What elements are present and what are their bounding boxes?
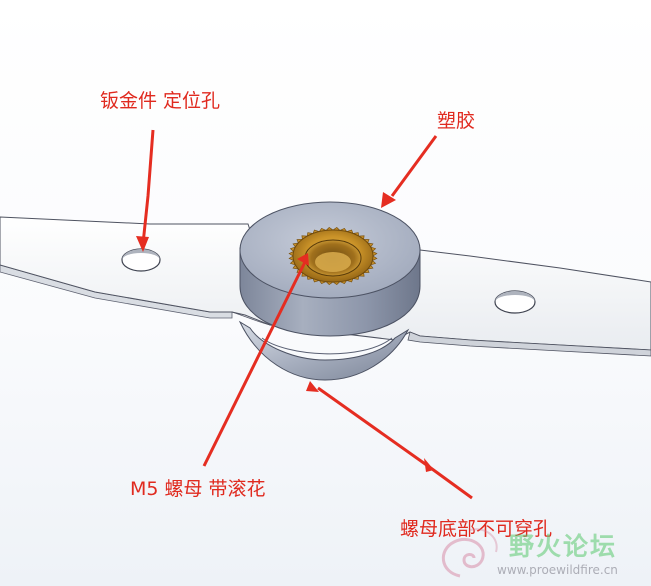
sheet-metal-right-edge bbox=[407, 331, 651, 357]
plastic-dome-band bbox=[261, 337, 393, 355]
locating-hole-left-wall bbox=[122, 249, 160, 260]
label-sheet-metal-hole: 钣金件 定位孔 bbox=[100, 90, 221, 112]
plastic-dome bbox=[238, 320, 410, 381]
hole-right-wall bbox=[495, 291, 535, 302]
watermark-url: www.proewildfire.cn bbox=[497, 563, 618, 577]
arrow-nut bbox=[202, 253, 309, 467]
sheet-metal-bend-line bbox=[231, 311, 271, 326]
label-plastic: 塑胶 bbox=[437, 110, 476, 132]
swirl-logo-icon bbox=[442, 528, 498, 578]
brass-insert-bore-floor bbox=[315, 252, 351, 272]
label-nut: M5 螺母 带滚花 bbox=[130, 478, 266, 500]
arrow-nut-bottom bbox=[306, 381, 473, 500]
arrow-plastic bbox=[381, 135, 438, 208]
watermark-site-name: 野火论坛 bbox=[509, 532, 618, 561]
label-nut-bottom: 螺母底部不可穿孔 bbox=[400, 518, 553, 540]
arrow-sheet-metal-hole bbox=[136, 129, 155, 252]
